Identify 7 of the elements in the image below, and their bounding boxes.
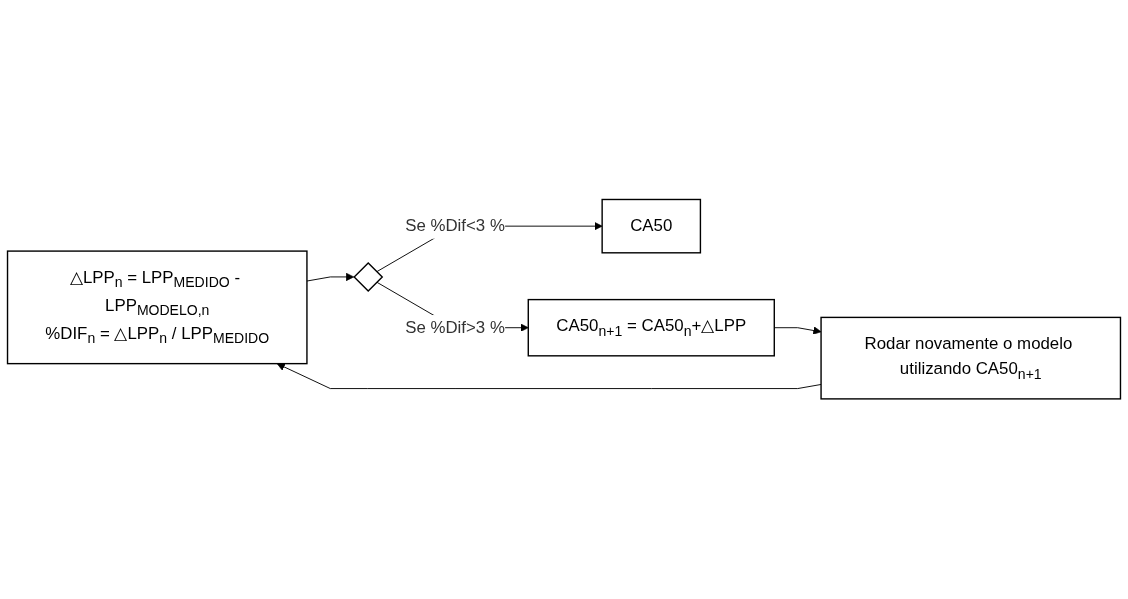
node-box: CA50$_{n+1}$ = CA50$_{n}$+△LPP xyxy=(527,299,775,357)
node-diamond xyxy=(353,262,384,293)
edge-label: Se %Dif>3 % xyxy=(405,318,505,337)
edge-label: Se %Dif<3 % xyxy=(405,216,505,236)
node-box: Rodar novamente o modelo utilizando CA50$_{n+1}$ xyxy=(820,317,1122,400)
node-box: CA50 xyxy=(601,199,702,254)
node-box: △LPP$_{n}$ = LPP$_{MEDIDO}$ - LPP$_{MODELO,n}$ %DIF$_{n}$ = △LPP$_{n}$ / LPP$_{MEDIDO}$ xyxy=(6,250,308,365)
